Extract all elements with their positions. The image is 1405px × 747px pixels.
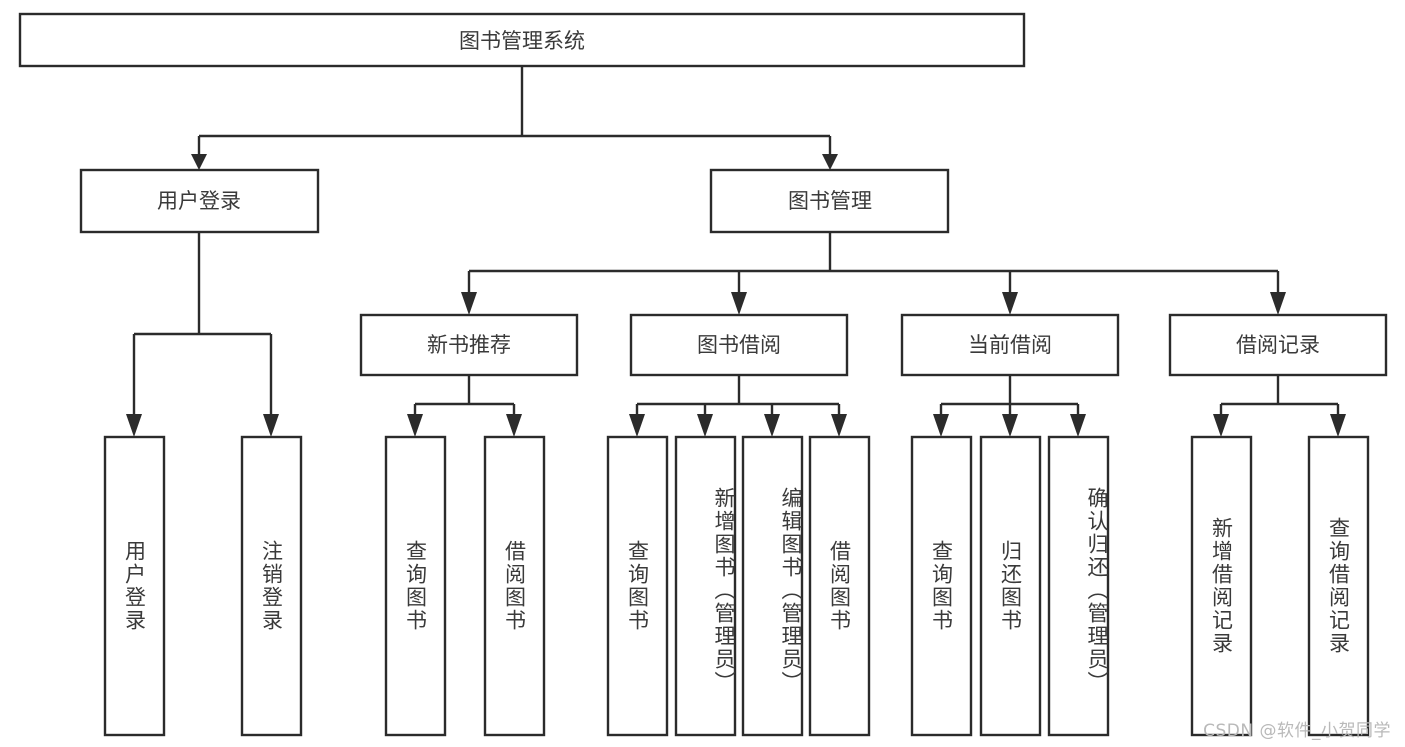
- node-new-book-recommend-box[interactable]: [359, 313, 579, 377]
- arrow-head-leaf-5: [629, 414, 645, 437]
- arrow-head-current: [1002, 292, 1018, 315]
- arrow-head-leaf-1: [126, 414, 142, 437]
- arrow-head-leaf-6: [697, 414, 713, 437]
- node-user-login-label: 用户登录: [157, 189, 241, 213]
- node-current-borrow-label: 当前借阅: [968, 333, 1052, 357]
- connector-group-user-login: [126, 232, 279, 437]
- connector-group-borrow-leaves: [629, 375, 847, 437]
- node-borrow-record-label: 借阅记录: [1236, 333, 1320, 357]
- arrow-head-user-login: [191, 154, 207, 170]
- leaf-box-query-book-2[interactable]: [606, 435, 669, 737]
- connector-group-new-book-leaves: [407, 375, 522, 437]
- node-root-label: 图书管理系统: [459, 29, 585, 53]
- arrow-head-leaf-9: [933, 414, 949, 437]
- arrow-head-leaf-8: [831, 414, 847, 437]
- node-new-book-recommend-label: 新书推荐: [427, 333, 511, 357]
- node-current-borrow-box[interactable]: [900, 313, 1120, 377]
- arrow-head-leaf-11: [1070, 414, 1086, 437]
- node-borrow-record[interactable]: 借阅记录: [1168, 313, 1388, 377]
- leaf-box-query-book-1[interactable]: [384, 435, 447, 737]
- connector-group-current-leaves: [933, 375, 1086, 437]
- arrow-head-leaf-3: [407, 414, 423, 437]
- node-user-login[interactable]: 用户登录: [79, 168, 320, 234]
- node-borrow-record-box[interactable]: [1168, 313, 1388, 377]
- node-book-borrow-label: 图书借阅: [697, 333, 781, 357]
- node-book-manage-label: 图书管理: [788, 189, 872, 213]
- arrow-head-book-manage: [822, 154, 838, 170]
- arrow-head-leaf-13: [1330, 414, 1346, 437]
- arrow-head-borrow: [731, 292, 747, 315]
- leaf-box-borrow-book-2[interactable]: [808, 435, 871, 737]
- leaf-box-add-record[interactable]: [1190, 435, 1253, 737]
- connector-group-book-manage: [461, 232, 1286, 315]
- connector-group-root: [191, 66, 838, 170]
- leaf-box-edit-book-admin[interactable]: [741, 435, 804, 737]
- node-new-book-recommend[interactable]: 新书推荐: [359, 313, 579, 377]
- leaf-box-query-book-3[interactable]: [910, 435, 973, 737]
- node-root-box[interactable]: [18, 12, 1026, 68]
- node-user-login-box[interactable]: [79, 168, 320, 234]
- node-current-borrow[interactable]: 当前借阅: [900, 313, 1120, 377]
- node-root[interactable]: 图书管理系统: [18, 12, 1026, 68]
- leaf-box-return-book[interactable]: [979, 435, 1042, 737]
- arrow-head-leaf-4: [506, 414, 522, 437]
- arrow-head-leaf-10: [1002, 414, 1018, 437]
- connector-group-record-leaves: [1213, 375, 1346, 437]
- leaf-box-borrow-book-1[interactable]: [483, 435, 546, 737]
- node-book-borrow[interactable]: 图书借阅: [629, 313, 849, 377]
- arrow-head-leaf-2: [263, 414, 279, 437]
- leaf-boxes: [103, 435, 1370, 737]
- arrow-head-leaf-12: [1213, 414, 1229, 437]
- csdn-watermark: CSDN @软件_小贺同学: [1203, 721, 1391, 741]
- leaf-box-user-login[interactable]: [103, 435, 166, 737]
- node-book-borrow-box[interactable]: [629, 313, 849, 377]
- leaf-box-confirm-return-admin[interactable]: [1047, 435, 1110, 737]
- arrow-head-new-book: [461, 292, 477, 315]
- leaf-box-query-record[interactable]: [1307, 435, 1370, 737]
- node-book-manage[interactable]: 图书管理: [709, 168, 950, 234]
- arrow-head-record: [1270, 292, 1286, 315]
- leaf-box-add-book-admin[interactable]: [674, 435, 737, 737]
- leaf-box-logout[interactable]: [240, 435, 303, 737]
- arrow-head-leaf-7: [764, 414, 780, 437]
- node-book-manage-box[interactable]: [709, 168, 950, 234]
